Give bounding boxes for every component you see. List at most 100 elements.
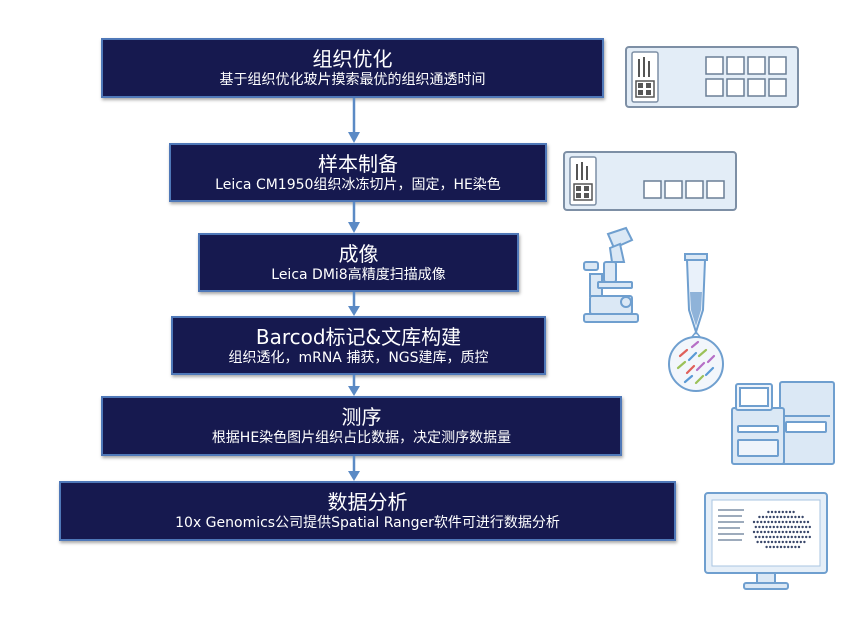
monitor-dot [796, 520, 799, 524]
monitor-dot [787, 545, 790, 549]
monitor-dot [774, 540, 777, 544]
monitor-dot [792, 520, 795, 524]
monitor-dot [752, 530, 756, 534]
step-title: Barcod标记&文库构建 [255, 324, 462, 349]
monitor-dot [785, 540, 788, 544]
sequencer-icon [731, 381, 835, 465]
monitor-dot [754, 525, 757, 529]
monitor-dot [761, 535, 765, 539]
monitor-dot [761, 525, 765, 529]
monitor-dot [803, 520, 806, 524]
monitor-dot [788, 520, 792, 524]
monitor-dot [778, 540, 781, 544]
monitor-dot [783, 545, 786, 549]
monitor-dot [797, 525, 801, 529]
monitor-dot [788, 530, 792, 534]
monitor-dot [765, 525, 768, 529]
step-data-analysis: 数据分析 10x Genomics公司提供Spatial Ranger软件可进行… [59, 481, 676, 541]
step-imaging: 成像 Leica DMi8高精度扫描成像 [198, 233, 519, 292]
monitor-dot [774, 520, 777, 524]
monitor-dot [790, 515, 793, 519]
monitor-dot [806, 530, 810, 534]
monitor-dot [781, 530, 784, 534]
monitor-dot [783, 515, 786, 519]
monitor-dot [785, 530, 788, 534]
monitor-dot [770, 540, 774, 544]
monitor-dot [767, 510, 770, 514]
monitor-dot [760, 530, 763, 534]
monitor-dot [763, 530, 766, 534]
monitor-dot [805, 535, 808, 539]
monitor-dot [787, 525, 790, 529]
monitor-dot [781, 540, 784, 544]
monitor-dot [797, 545, 801, 549]
monitor-dot [801, 535, 804, 539]
monitor-dot [787, 535, 790, 539]
monitor-dot [779, 525, 783, 529]
monitor-dot [756, 530, 759, 534]
flow-arrow [348, 202, 360, 233]
monitor-dot [781, 510, 784, 514]
monitor-dot [796, 540, 799, 544]
monitor-dot [774, 530, 777, 534]
monitor-dot [758, 525, 761, 529]
monitor-dot [765, 515, 768, 519]
monitor-dot [808, 525, 811, 529]
monitor-dot [756, 520, 759, 524]
monitor-dot [787, 515, 790, 519]
monitor-dot [794, 545, 797, 549]
monitor-dot [783, 525, 786, 529]
monitor-dot [765, 545, 768, 549]
flow-arrow [348, 456, 360, 481]
microscope-icon [583, 226, 639, 323]
monitor-dot [763, 520, 766, 524]
monitor-dot [797, 535, 801, 539]
monitor-dot [783, 535, 786, 539]
flow-arrow [348, 292, 360, 316]
step-title: 测序 [341, 405, 382, 429]
monitor-dot [765, 535, 768, 539]
monitor-dot [772, 525, 775, 529]
step-subtitle: Leica DMi8高精度扫描成像 [271, 266, 446, 283]
monitor-dot [767, 540, 770, 544]
monitor-dot [792, 530, 795, 534]
monitor-dot [778, 520, 781, 524]
monitor-dot [781, 520, 784, 524]
flow-arrow [348, 98, 360, 143]
monitor-dot [769, 535, 772, 539]
step-barcode-library: Barcod标记&文库构建 组织透化，mRNA 捕获，NGS建库，质控 [171, 316, 546, 375]
monitor-dot [772, 535, 775, 539]
monitor-dot [779, 545, 783, 549]
monitor-dot [760, 540, 763, 544]
step-title: 数据分析 [327, 490, 408, 514]
step-subtitle: 基于组织优化玻片摸索最优的组织通透时间 [219, 72, 486, 88]
monitor-dot [767, 530, 770, 534]
step-title: 成像 [338, 241, 379, 266]
monitor-dot [776, 535, 779, 539]
monitor-dot [779, 535, 783, 539]
monitor-dot [772, 515, 775, 519]
monitor-dot [796, 530, 799, 534]
monitor-dot [752, 520, 756, 524]
monitor-dot [799, 530, 802, 534]
monitor-dot [797, 515, 801, 519]
monitor-dot [770, 520, 774, 524]
monitor-dot [801, 515, 804, 519]
monitor-dot [799, 520, 802, 524]
monitor-dot [754, 535, 757, 539]
monitor-dot [778, 530, 781, 534]
monitor-dot [758, 535, 761, 539]
monitor-dot [769, 515, 772, 519]
step-sample-prep: 样本制备 Leica CM1950组织冰冻切片，固定，HE染色 [169, 143, 547, 202]
monitor-dot [776, 545, 779, 549]
monitor-dot [808, 535, 811, 539]
monitor-dot [776, 515, 779, 519]
monitor-dot [794, 525, 797, 529]
monitor-dot [767, 520, 770, 524]
monitor-dot [794, 515, 797, 519]
monitor-dot [788, 540, 792, 544]
tube-icon [668, 253, 724, 392]
monitor-dot [788, 510, 792, 514]
monitor-dot [792, 510, 795, 514]
expression-slide-icon [563, 151, 737, 211]
